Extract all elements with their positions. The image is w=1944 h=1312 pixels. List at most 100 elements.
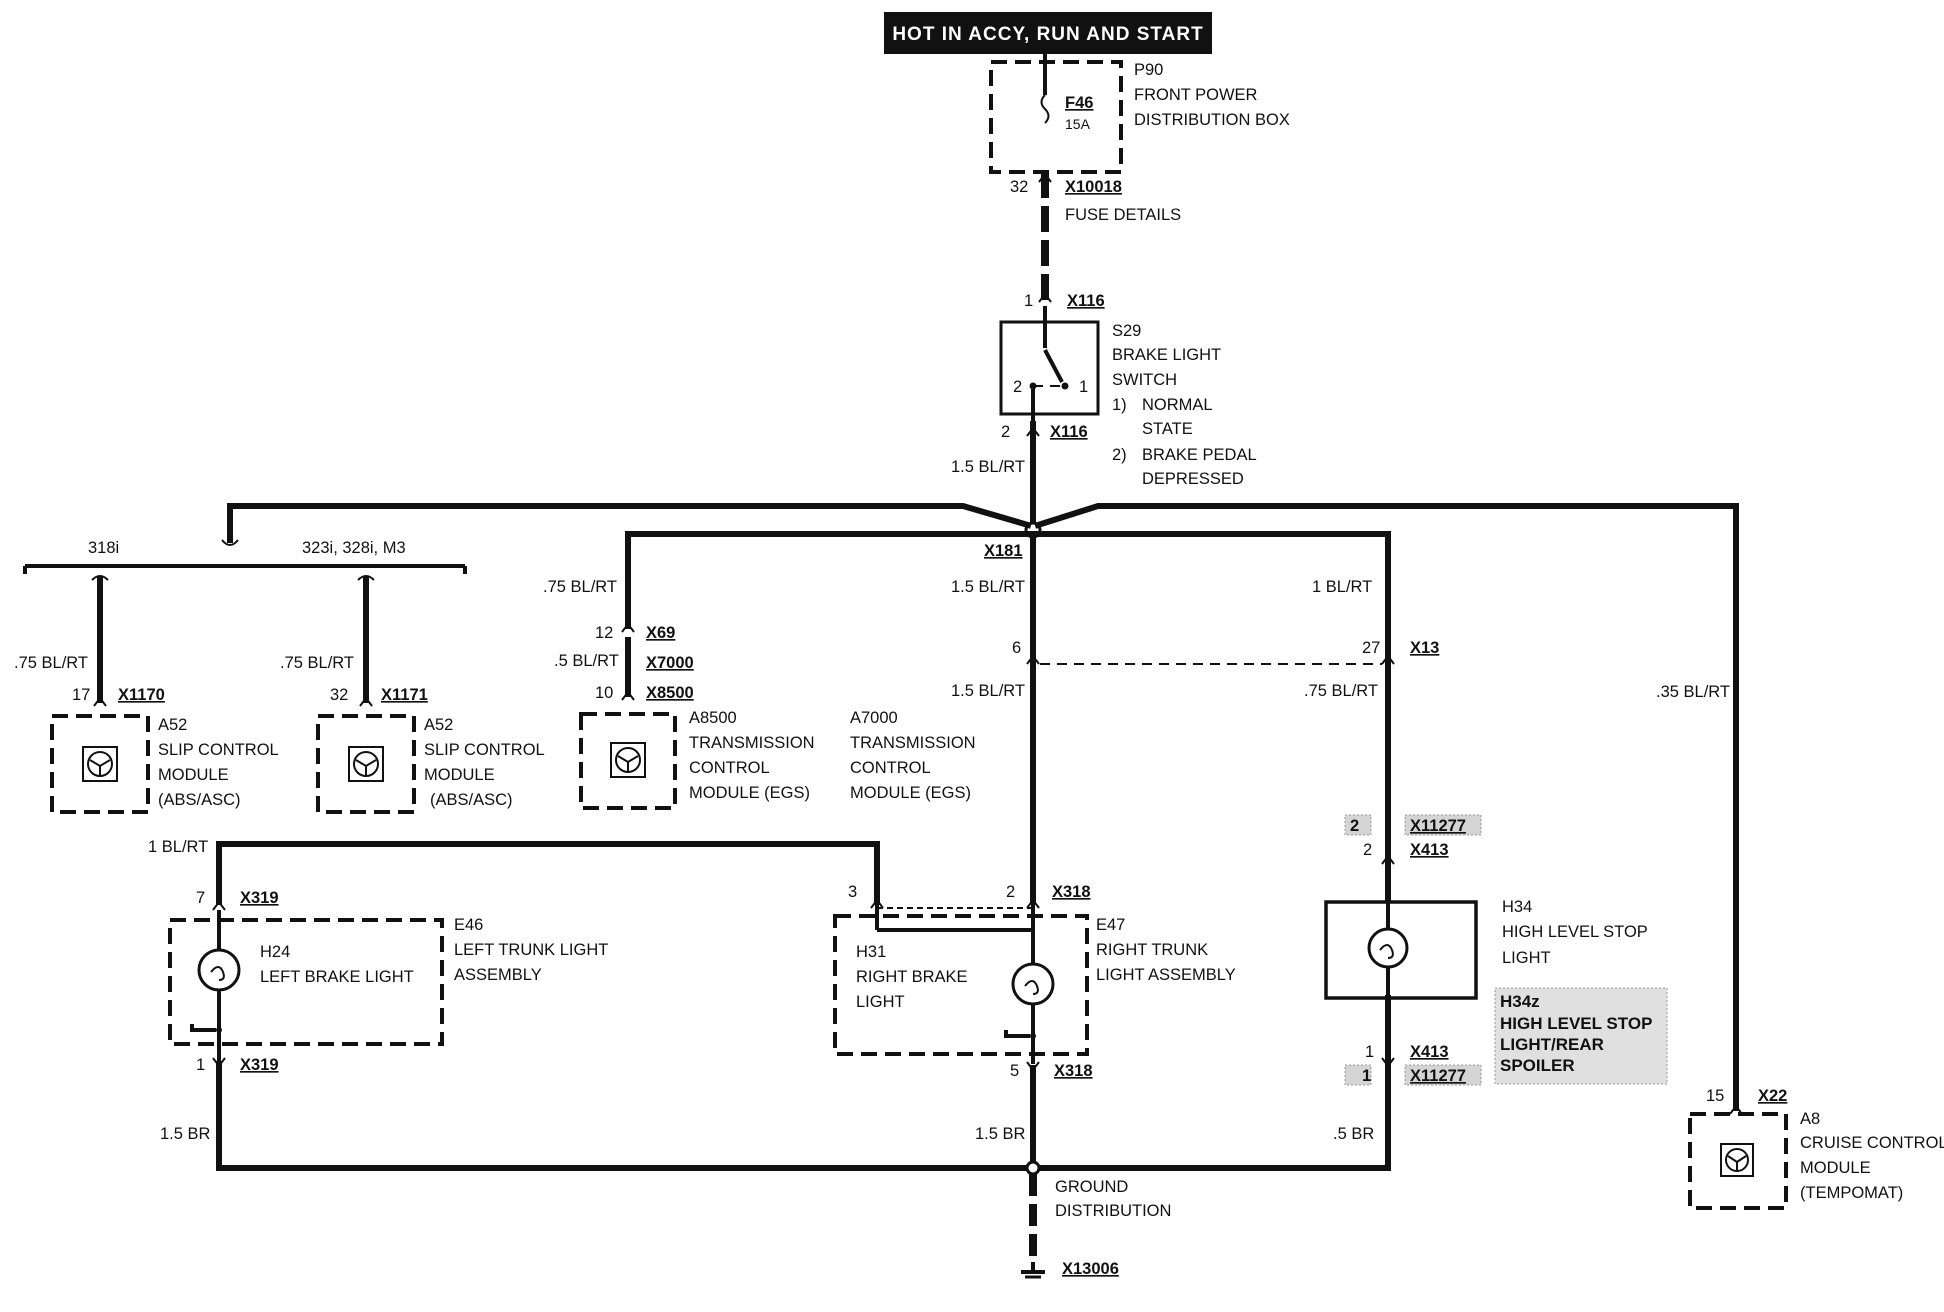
right-lamp-id: H31	[856, 943, 886, 961]
right-ground-tab	[1004, 1030, 1030, 1038]
left-assembly-id: E46	[454, 916, 483, 934]
hs-bot-connector-alt: X11277	[1410, 1067, 1466, 1085]
right-trunk-light-assembly	[833, 902, 1089, 1064]
egs-pin-c: 10	[595, 684, 613, 702]
hs-bot-connector: X413	[1410, 1043, 1449, 1061]
transmission-control-module	[579, 712, 677, 810]
egs-pin-a: 12	[595, 624, 613, 642]
hs-line1: HIGH LEVEL STOP	[1502, 923, 1648, 941]
right-wire-label: 1 BL/RT	[1312, 578, 1372, 596]
egs-connector-b: X7000	[646, 654, 694, 672]
abs1-line2: MODULE	[158, 766, 229, 784]
switch-state2-num: 2)	[1112, 446, 1127, 464]
hs-bot-pin: 1	[1365, 1043, 1374, 1061]
egs-wire-label: .75 BL/RT	[543, 578, 617, 596]
hs-bot-pin-alt: 1	[1362, 1067, 1371, 1085]
egs-line3: MODULE (EGS)	[689, 784, 810, 802]
egs2-line1: TRANSMISSION	[850, 734, 976, 752]
right-bot-connector: X318	[1054, 1062, 1093, 1080]
fuse-id: F46	[1065, 94, 1093, 112]
hs-alt-line1: HIGH LEVEL STOP	[1500, 1014, 1652, 1033]
power-source-banner: HOT IN ACCY, RUN AND START	[884, 12, 1212, 54]
fuse-details-note: FUSE DETAILS	[1065, 206, 1181, 224]
ground-connector: X13006	[1062, 1260, 1119, 1278]
high-level-stop-light	[1324, 900, 1478, 1000]
center-wire-label: 1.5 BL/RT	[951, 578, 1025, 596]
fuse-out-connector: X10018	[1065, 178, 1122, 196]
abs1-wire-label: .75 BL/RT	[14, 654, 88, 672]
hs-alt-label-box: H34z HIGH LEVEL STOP LIGHT/REAR SPOILER	[1494, 987, 1668, 1085]
cruise-line2: MODULE	[1800, 1159, 1871, 1177]
switch-state1-num: 1)	[1112, 396, 1127, 414]
cruise-line3: (TEMPOMAT)	[1800, 1184, 1903, 1202]
hs-id: H34	[1502, 898, 1532, 916]
bulb-icon	[1011, 962, 1055, 1006]
right-bot-pin: 5	[1010, 1062, 1019, 1080]
x13-connector: X13	[1410, 639, 1439, 657]
switch-name-1: BRAKE LIGHT	[1112, 346, 1221, 364]
splice-label: X181	[984, 542, 1023, 560]
abs1-connector: X1170	[118, 686, 165, 704]
right-lower-wire-label: .75 BL/RT	[1304, 682, 1378, 700]
hs-line2: LIGHT	[1502, 949, 1551, 967]
fuse-out-pin: 32	[1010, 178, 1028, 196]
fuse-box-name-1: FRONT POWER	[1134, 86, 1258, 104]
right-assembly-name-2: LIGHT ASSEMBLY	[1096, 966, 1236, 984]
egs2-line3: MODULE (EGS)	[850, 784, 971, 802]
egs-connector-c: X8500	[646, 684, 694, 702]
gnd-right-wire-label: .5 BR	[1333, 1125, 1374, 1143]
hs-alt-line2: LIGHT/REAR	[1500, 1035, 1604, 1054]
power-source-label: HOT IN ACCY, RUN AND START	[892, 24, 1203, 45]
gnd-center-wire-label: 1.5 BR	[975, 1125, 1026, 1143]
fuse-icon	[1040, 94, 1050, 124]
cruise-wire-label: .35 BL/RT	[1656, 683, 1730, 701]
right-pin-3: 3	[848, 883, 857, 901]
left-lamp-id: H24	[260, 943, 290, 961]
variant-318i: 318i	[88, 539, 119, 557]
switch-state1-a: NORMAL	[1142, 396, 1213, 414]
left-top-pin: 7	[196, 889, 205, 907]
egs-id: A8500	[689, 709, 737, 727]
abs1-line3: (ABS/ASC)	[158, 791, 241, 809]
left-ground-tab	[190, 1024, 216, 1032]
right-assembly-name-1: RIGHT TRUNK	[1096, 941, 1208, 959]
front-power-distribution-box: F46 15A P90 FRONT POWER DISTRIBUTION BOX	[989, 54, 1290, 174]
abs2-pin: 32	[330, 686, 348, 704]
gnd-left-wire-label: 1.5 BR	[160, 1125, 211, 1143]
bulb-icon	[1367, 927, 1409, 969]
left-assembly-name-2: ASSEMBLY	[454, 966, 542, 984]
lamp-feed-wire	[216, 841, 880, 905]
right-pin-2: 2	[1006, 883, 1015, 901]
egs2-id: A7000	[850, 709, 898, 727]
hs-top-connector: X413	[1410, 841, 1449, 859]
switch-state1-b: STATE	[1142, 420, 1193, 438]
abs1-line1: SLIP CONTROL	[158, 741, 279, 759]
right-lamp-line2: LIGHT	[856, 993, 905, 1011]
abs-branch-wire	[227, 503, 1032, 543]
abs1-id: A52	[158, 716, 187, 734]
left-lamp-name: LEFT BRAKE LIGHT	[260, 968, 414, 986]
switch-in-connector: X116	[1067, 292, 1105, 310]
left-bot-connector: X319	[240, 1056, 279, 1074]
ground-line2: DISTRIBUTION	[1055, 1202, 1171, 1220]
switch-in-pin: 1	[1024, 292, 1033, 310]
egs-connector-a: X69	[646, 624, 675, 642]
switch-contact-right: 1	[1079, 378, 1088, 396]
brake-light-switch: 2 1	[999, 306, 1100, 424]
left-assembly-name-1: LEFT TRUNK LIGHT	[454, 941, 608, 959]
hs-top-connector-alt: X11277	[1410, 817, 1466, 835]
hs-top-pin-alt: 2	[1350, 817, 1359, 835]
cruise-wire	[1034, 503, 1739, 1111]
egs-wire-lower-label: .5 BL/RT	[554, 652, 619, 670]
left-bot-pin: 1	[196, 1056, 205, 1074]
abs2-line2: MODULE	[424, 766, 495, 784]
fuse-box-id: P90	[1134, 61, 1163, 79]
cruise-connector: X22	[1758, 1087, 1787, 1105]
abs2-line1: SLIP CONTROL	[424, 741, 545, 759]
abs2-line3: (ABS/ASC)	[430, 791, 513, 809]
x13-pin-right: 27	[1362, 639, 1380, 657]
abs2-connector: X1171	[381, 686, 428, 704]
switch-name-2: SWITCH	[1112, 371, 1177, 389]
ground-splice	[1025, 1160, 1041, 1176]
